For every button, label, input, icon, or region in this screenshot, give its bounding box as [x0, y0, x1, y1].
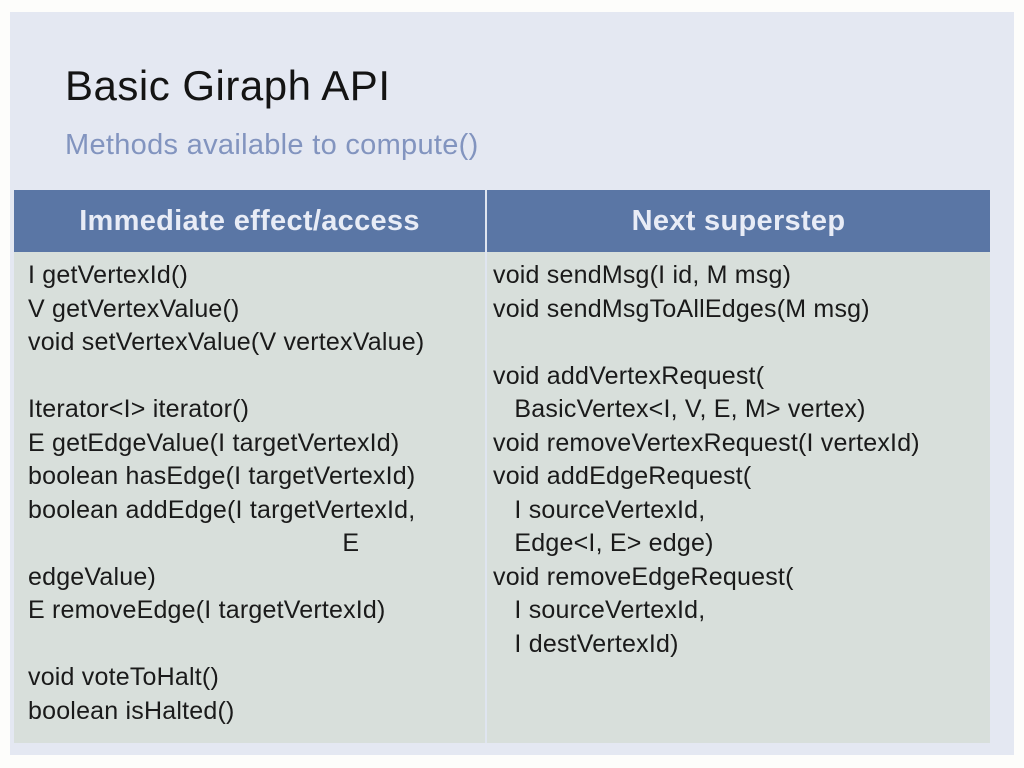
- code-line: [493, 661, 990, 695]
- api-methods-table: Immediate effect/access Next superstep I…: [14, 190, 990, 743]
- code-line: Iterator<I> iterator(): [28, 395, 250, 423]
- code-line: I sourceVertexId,: [493, 596, 706, 624]
- code-line: void addEdgeRequest(: [493, 462, 752, 490]
- code-line: [28, 360, 485, 394]
- code-line: I destVertexId): [493, 629, 679, 658]
- code-line: I getVertexId(): [28, 261, 189, 289]
- slide-title: Basic Giraph API: [65, 62, 391, 109]
- code-line: BasicVertex<I, V, E, M> vertex): [493, 395, 866, 423]
- code-line: Edge<I, E> edge): [493, 529, 714, 557]
- code-line: [493, 695, 990, 729]
- code-line: edgeValue): [28, 562, 157, 591]
- code-line: V getVertexValue(): [28, 294, 240, 323]
- slide-subtitle: Methods available to compute(): [65, 129, 479, 161]
- code-line: boolean addEdge(I targetVertexId,: [28, 495, 416, 524]
- code-line: I sourceVertexId,: [493, 495, 706, 524]
- code-line: void sendMsg(I id, M msg): [493, 261, 792, 289]
- code-line: boolean hasEdge(I targetVertexId): [28, 462, 416, 490]
- code-line: [28, 628, 485, 662]
- code-line: E removeEdge(I targetVertexId): [28, 596, 386, 624]
- code-line: void voteToHalt(): [28, 663, 219, 691]
- code-line: E getEdgeValue(I targetVertexId): [28, 428, 400, 457]
- code-line: boolean isHalted(): [28, 696, 235, 725]
- code-line: void addVertexRequest(: [493, 361, 765, 390]
- code-line: void sendMsgToAllEdges(M msg): [493, 294, 870, 323]
- code-line: E: [28, 529, 360, 557]
- table-cell-immediate-effect-methods: I getVertexId() V getVertexValue() void se…: [14, 252, 485, 743]
- table-header-next-superstep: Next superstep: [487, 190, 990, 252]
- table-cell-next-superstep-methods: void sendMsg(I id, M msg) void sendMsgToA…: [487, 252, 990, 743]
- table-header-immediate-effect: Immediate effect/access: [14, 190, 485, 252]
- slide-canvas: Basic Giraph API Methods available to co…: [10, 12, 1014, 755]
- code-line: void removeEdgeRequest(: [493, 562, 794, 591]
- code-line: void removeVertexRequest(I vertexId): [493, 428, 920, 457]
- code-line: void setVertexValue(V vertexValue): [28, 328, 425, 356]
- code-line: [493, 326, 990, 360]
